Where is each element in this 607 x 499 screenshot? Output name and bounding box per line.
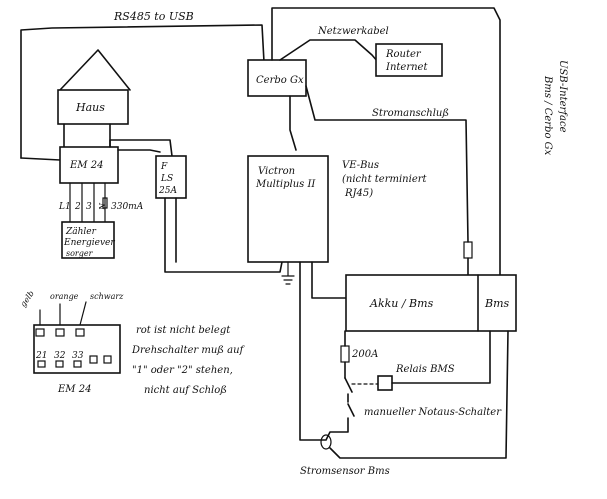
color-orange: orange xyxy=(50,292,79,301)
current-sensor xyxy=(102,197,108,209)
em24-detail-box xyxy=(33,324,121,374)
victron-label-1: Victron xyxy=(258,166,295,177)
rj45-connector xyxy=(463,241,473,259)
terminal-box-3 xyxy=(75,328,85,337)
battery-box xyxy=(345,274,517,332)
em24-box xyxy=(59,146,119,184)
terminal-box-1 xyxy=(35,328,45,337)
victron-box xyxy=(247,155,329,263)
vebus-label-1: VE-Bus xyxy=(342,160,379,171)
meter-label-3: sorger xyxy=(66,249,94,258)
terminal-33: 33 xyxy=(72,351,84,361)
fuse-to-victron-wire xyxy=(164,197,283,273)
label-l3: 3 xyxy=(86,202,92,212)
label-l1: L1 xyxy=(58,202,71,212)
terminal-slot-1 xyxy=(37,360,46,368)
network-cable xyxy=(279,39,379,63)
victron-label-2: Multiplus II xyxy=(255,179,316,190)
fuse-box xyxy=(155,155,187,199)
vebus-label-2: (nicht terminiert xyxy=(342,174,428,185)
router-label-1: Router xyxy=(385,49,422,60)
note-line-3: "1" oder "2" stehen, xyxy=(132,365,233,376)
victron-dc-minus xyxy=(299,261,326,441)
vebus-wire xyxy=(289,95,297,151)
usb-interface-wire xyxy=(271,7,501,276)
battery-label: Akku / Bms xyxy=(369,297,434,310)
power-connection-label: Stromanschluß xyxy=(372,108,449,119)
label-l2: 2 xyxy=(74,202,81,212)
em24-to-fuse-wire xyxy=(109,139,173,157)
wire-schwarz xyxy=(79,301,87,326)
house-label: Haus xyxy=(75,101,105,114)
color-schwarz: schwarz xyxy=(90,292,124,301)
relay-label: Relais BMS xyxy=(395,364,455,375)
current-sensor-label: Stromsensor Bms xyxy=(300,466,390,477)
house-box xyxy=(57,89,129,125)
current-label: 330mA xyxy=(111,202,144,212)
em24-label: EM 24 xyxy=(69,160,103,171)
emergency-switch-label: manueller Notaus-Schalter xyxy=(364,407,502,418)
fuse-label-2: LS xyxy=(160,174,173,184)
fuse-label-3: 25A xyxy=(158,186,177,196)
rs485-label: RS485 to USB xyxy=(113,10,194,23)
note-line-2: Drehschalter muß auf xyxy=(131,345,246,356)
current-sensor-ring xyxy=(320,434,332,450)
sensor-to-bms-wire xyxy=(329,330,509,459)
meter-box xyxy=(61,221,115,259)
em24-detail-label: EM 24 xyxy=(57,384,91,395)
terminal-32: 32 xyxy=(54,351,66,361)
terminal-slot-3 xyxy=(73,360,82,368)
em24-to-fuse-wire-2 xyxy=(117,149,161,153)
usb-label-2: Bms / Cerbo Gx xyxy=(542,75,553,156)
note-line-1: rot ist nicht belegt xyxy=(136,325,231,336)
terminal-slot-5 xyxy=(103,355,112,364)
terminal-box-2 xyxy=(55,328,65,337)
note-line-4: nicht auf Schloß xyxy=(144,385,227,396)
relay-box xyxy=(377,375,393,391)
terminal-slot-2 xyxy=(55,360,64,368)
router-label-2: Internet xyxy=(385,62,428,73)
house-roof xyxy=(59,49,131,91)
meter-label-1: Zähler xyxy=(65,227,97,237)
network-label: Netzwerkabel xyxy=(317,26,389,37)
fuse-label-1: F xyxy=(160,162,168,172)
vebus-label-3: RJ45) xyxy=(344,188,373,199)
cerbo-label: Cerbo Gx xyxy=(256,75,304,86)
terminal-21: 21 xyxy=(35,351,47,361)
power-connection-wire xyxy=(305,85,469,243)
router-box xyxy=(375,43,443,77)
fuse-200a xyxy=(340,345,350,363)
bms-label: Bms xyxy=(484,297,510,310)
rs485-wire-lower xyxy=(20,157,61,161)
relay-switch xyxy=(344,377,353,393)
ground-symbol xyxy=(281,261,295,285)
cerbo-box xyxy=(247,59,307,97)
emergency-switch xyxy=(347,403,355,417)
fuse-200a-label: 200A xyxy=(351,349,378,360)
usb-label-1: USB-Interface xyxy=(557,60,568,133)
terminal-slot-4 xyxy=(89,355,98,364)
relay-to-bms-wire xyxy=(391,330,491,384)
rs485-wire xyxy=(20,24,265,159)
victron-dc-plus xyxy=(311,261,346,299)
meter-label-2: Energiever xyxy=(63,238,115,248)
color-gelb: gelb xyxy=(19,289,36,309)
